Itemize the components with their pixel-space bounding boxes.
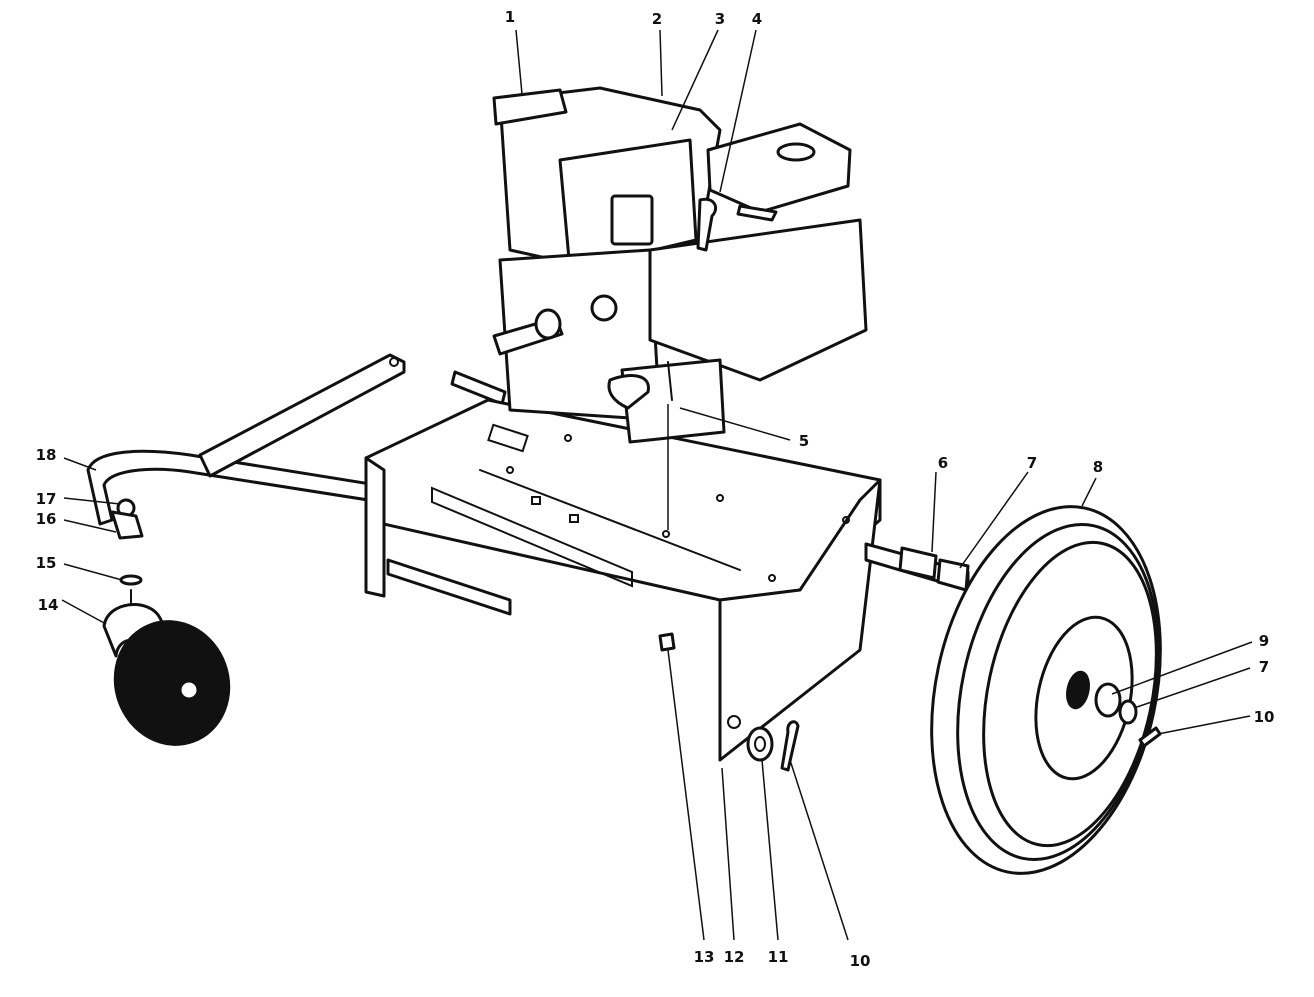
callout-2: 2 <box>652 10 662 28</box>
loose-hardware <box>658 632 800 772</box>
base-frame <box>364 398 882 762</box>
callout-10a: 10 <box>1254 708 1275 726</box>
engine-assembly <box>492 86 868 444</box>
callout-6: 6 <box>938 454 948 472</box>
callout-4: 4 <box>752 10 762 28</box>
callout-7a: 7 <box>1027 454 1037 472</box>
callout-3: 3 <box>715 10 725 28</box>
callout-14: 14 <box>38 596 59 614</box>
callout-labels: 1 2 3 4 5 6 7 8 9 7 10 10 11 12 13 14 15… <box>36 8 1275 970</box>
drive-wheel-assembly <box>864 505 1162 875</box>
callout-12: 12 <box>724 948 745 966</box>
handle-assembly <box>86 353 507 526</box>
caster-wheel <box>102 498 231 746</box>
leader-lines <box>61 29 1253 941</box>
callout-16: 16 <box>36 510 57 528</box>
callout-5: 5 <box>799 432 809 450</box>
callout-7b: 7 <box>1259 658 1269 676</box>
callout-8: 8 <box>1093 458 1103 476</box>
callout-15: 15 <box>36 554 57 572</box>
callout-13: 13 <box>694 948 715 966</box>
callout-9: 9 <box>1259 632 1269 650</box>
callout-1: 1 <box>505 8 515 26</box>
callout-18: 18 <box>36 446 57 464</box>
callout-10b: 10 <box>850 952 871 970</box>
callout-17: 17 <box>36 490 57 508</box>
callout-11: 11 <box>768 948 789 966</box>
